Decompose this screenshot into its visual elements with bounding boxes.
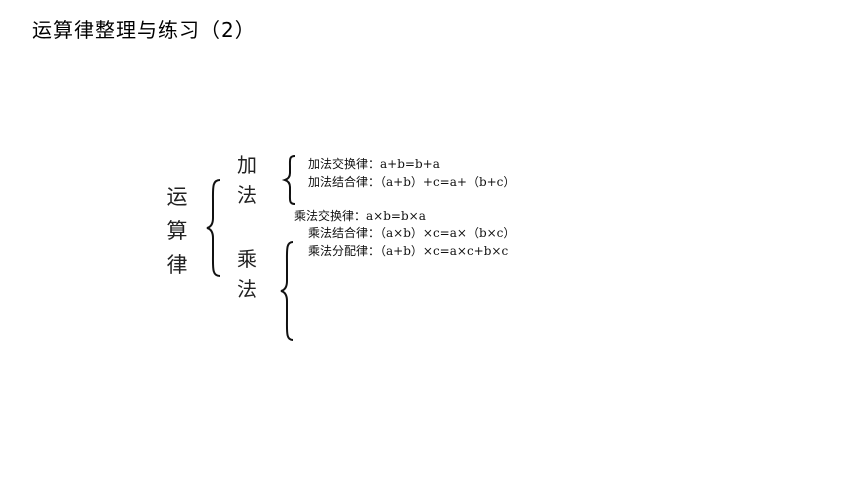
law-formula: （a+b）×c=a×c+b×c [380,244,509,258]
law-item-multiplication-associative: 乘法结合律：（a×b）×c=a×（b×c） [308,225,515,241]
law-item-addition-commutative: 加法交换律：a+b=b+a [308,156,440,172]
law-name: 加法结合律： [308,175,381,189]
addition-label-char: 法 [237,183,257,207]
law-formula: （a+b）+c=a+（b+c） [380,175,516,189]
main-label-char: 运 [166,185,188,209]
addition-label: 加 法 [234,150,260,210]
law-name: 乘法交换律： [294,209,367,223]
law-formula: a×b=b×a [366,209,426,223]
law-item-addition-associative: 加法结合律：（a+b）+c=a+（b+c） [308,174,515,190]
main-label-char: 算 [166,219,188,243]
law-item-multiplication-distributive: 乘法分配律：（a+b）×c=a×c+b×c [308,243,508,259]
law-formula: a+b=b+a [380,157,440,171]
law-item-multiplication-commutative: 乘法交换律：a×b=b×a [294,208,426,224]
multiplication-label-char: 乘 [237,247,257,271]
law-name: 加法交换律： [308,157,381,171]
law-name: 乘法分配律： [308,244,381,258]
main-label-char: 律 [166,253,188,277]
multiplication-label: 乘 法 [234,244,260,304]
law-formula: （a×b）×c=a×（b×c） [380,226,516,240]
addition-brace [281,155,296,205]
multiplication-label-char: 法 [237,277,257,301]
multiplication-brace [280,241,294,341]
addition-label-char: 加 [237,153,257,177]
law-name: 乘法结合律： [308,226,381,240]
page-title: 运算律整理与练习（2） [32,18,256,42]
main-category-label: 运 算 律 [164,180,190,282]
main-brace [206,179,221,277]
